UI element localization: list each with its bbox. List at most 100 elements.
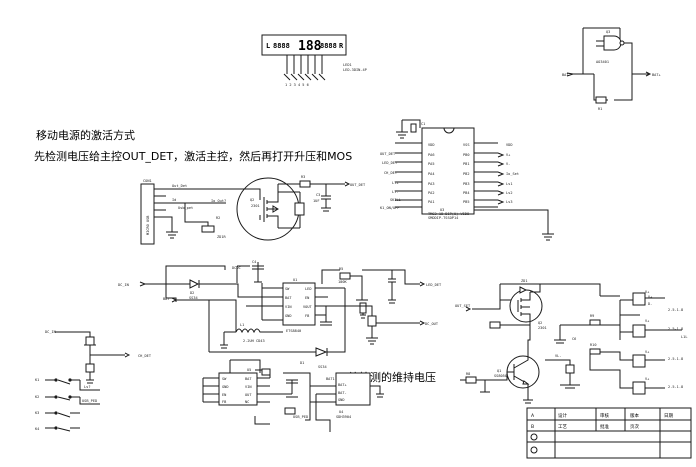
- q3-ref: Q3: [606, 30, 610, 34]
- svg-text:GND: GND: [222, 385, 229, 389]
- svg-text:Ls?: Ls?: [84, 385, 91, 389]
- svg-text:VIN: VIN: [285, 305, 292, 309]
- tb-row2c: 页次: [630, 423, 639, 430]
- q2b-pmos: ZD1 Q2 2301 OUT_SET: [455, 279, 620, 330]
- svg-text:K3: K3: [35, 411, 39, 415]
- svg-text:V+: V+: [645, 319, 650, 323]
- dc-out-rail: DC_OUT: [345, 305, 439, 345]
- svg-text:V-: V-: [506, 162, 510, 166]
- svg-text:C1: C1: [421, 122, 425, 126]
- svg-text:PB4: PB4: [463, 191, 470, 195]
- svg-text:C6: C6: [572, 337, 576, 341]
- svg-text:PA5: PA5: [428, 162, 435, 166]
- svg-text:PA6: PA6: [428, 153, 435, 157]
- svg-text:BAT: BAT: [245, 377, 252, 381]
- dcout-sense: DC_IN CH_DET: [45, 330, 152, 384]
- net-ch-det: CH_DET: [138, 354, 152, 358]
- svg-text:CH_DET: CH_DET: [384, 171, 398, 175]
- note-activation: 先检测电压给主控OUT_DET，激活主控，然后再打开升压和MOS: [34, 149, 352, 163]
- svg-text:SW: SW: [285, 287, 290, 291]
- svg-text:SKILL: SKILL: [390, 198, 401, 202]
- tb-row2a: 工艺: [558, 424, 567, 430]
- net-bat-q3: BAT: [562, 73, 569, 77]
- conn-ref: CON1: [143, 179, 152, 183]
- svg-text:PB2: PB2: [463, 172, 470, 176]
- u5-ref: U5: [247, 368, 251, 372]
- tb-col2: 审核: [600, 412, 609, 419]
- svg-text:FB: FB: [222, 400, 226, 404]
- svg-text:Usb_pet: Usb_pet: [178, 206, 193, 210]
- switches: K1 K2 K3 K4 Ls? USB_PED: [35, 378, 100, 432]
- svg-text:EN: EN: [222, 393, 226, 397]
- led-display: L 8888 188 8888 R LED1 LED-3DIN-4P 1 2 3…: [261, 34, 367, 87]
- svg-text:V+: V+: [506, 153, 511, 157]
- display-ref: LED1: [343, 63, 352, 67]
- conn-name: MICRO USB: [146, 216, 150, 235]
- svg-text:VSS: VSS: [463, 143, 470, 147]
- svg-text:1 2 3 4 5 6: 1 2 3 4 5 6: [285, 83, 309, 87]
- net-out-set: OUT_SET: [455, 304, 471, 308]
- svg-text:PA3: PA3: [428, 182, 435, 186]
- svg-text:BAT+: BAT+: [652, 73, 661, 77]
- l1-ref: L1: [240, 323, 244, 327]
- svg-text:LED_DET: LED_DET: [382, 161, 398, 165]
- svg-text:PB3: PB3: [463, 182, 470, 186]
- tb-col4: 日期: [664, 413, 673, 419]
- svg-text:V+: V+: [648, 295, 653, 299]
- svg-text:U4: U4: [339, 410, 343, 414]
- svg-text:VL-: VL-: [555, 354, 562, 358]
- note-title: 移动电源的激活方式: [36, 128, 135, 142]
- display-center-digits: 188: [298, 39, 322, 54]
- svg-text:NC: NC: [245, 400, 249, 404]
- svg-text:BAT1: BAT1: [326, 377, 335, 381]
- u1-name: ETS8840: [286, 329, 301, 333]
- l1-val: 2.2UH CD43: [243, 339, 265, 343]
- dc-in-rail: DC_IN D2 SS34 DCDC BAT: [118, 265, 262, 332]
- u3-mcu: C1 VDD PA6 PA5 PA4 PA3 PA2 PA1 VSS PB0 P…: [380, 119, 554, 241]
- svg-text:ZD1R: ZD1R: [217, 235, 226, 239]
- usb-outputs: V+ D- 2.5-1.8 2.5-1.8 2.5-1.8 2.5-1.8 L1…: [545, 290, 688, 395]
- title-block: A B 设计 审核 版本 日期 工艺 批准 页次: [526, 407, 692, 459]
- q2-ref: Q2: [250, 198, 254, 202]
- svg-text:2.5-1.8: 2.5-1.8: [668, 385, 683, 389]
- svg-text:GND: GND: [338, 398, 345, 402]
- q2-pmos-circle: R3 Q2 2301 C3 1UF OUT_DET: [225, 175, 366, 241]
- svg-text:SDH3904: SDH3904: [336, 415, 351, 419]
- svg-text:VDD: VDD: [428, 143, 435, 147]
- net-dc-out: DC_OUT: [425, 322, 439, 326]
- display-right-letter: R: [339, 42, 344, 50]
- d2-name: SS34: [189, 296, 198, 300]
- net-usb-ped: USB_PED: [293, 415, 308, 419]
- svg-text:1UF: 1UF: [313, 199, 320, 203]
- u3-ref: U3: [440, 208, 444, 212]
- q2-name: 2301: [251, 204, 260, 208]
- svg-text:2.5-1.8: 2.5-1.8: [668, 327, 683, 331]
- svg-text:D-: D-: [648, 302, 652, 306]
- svg-text:PA4: PA4: [428, 172, 435, 176]
- u1-ref: U1: [293, 278, 297, 282]
- svg-text:LED: LED: [305, 287, 312, 291]
- tb-row2b: 批准: [600, 423, 609, 430]
- svg-text:Out_Det: Out_Det: [172, 184, 187, 188]
- u3-name: TMS2-18 DIP(U)-VID8: [428, 212, 469, 216]
- svg-text:R5: R5: [339, 267, 343, 271]
- svg-text:SMDDIP-TSSOP14: SMDDIP-TSSOP14: [428, 216, 458, 220]
- svg-text:100K: 100K: [338, 280, 347, 284]
- net-bat-left: BAT: [163, 297, 170, 301]
- net-dcdc: DCDC: [232, 266, 241, 270]
- svg-text:R1: R1: [598, 107, 602, 111]
- svg-text:Id: Id: [172, 198, 176, 202]
- svg-text:Io_Out?: Io_Out?: [211, 199, 226, 203]
- svg-text:BAT+: BAT+: [338, 383, 347, 387]
- svg-text:Ls2: Ls2: [506, 191, 513, 195]
- net-led-det: LED_DET: [426, 283, 442, 287]
- svg-text:PA2: PA2: [428, 191, 435, 195]
- svg-text:R3: R3: [301, 175, 305, 179]
- tb-mark-b: B: [531, 424, 534, 430]
- svg-text:FB: FB: [305, 314, 309, 318]
- svg-text:C4: C4: [252, 260, 256, 264]
- tb-mark-a: A: [531, 413, 535, 419]
- svg-text:2301: 2301: [538, 326, 547, 330]
- display-left-letter: L: [266, 42, 270, 50]
- svg-text:2.5-1.8: 2.5-1.8: [668, 308, 683, 312]
